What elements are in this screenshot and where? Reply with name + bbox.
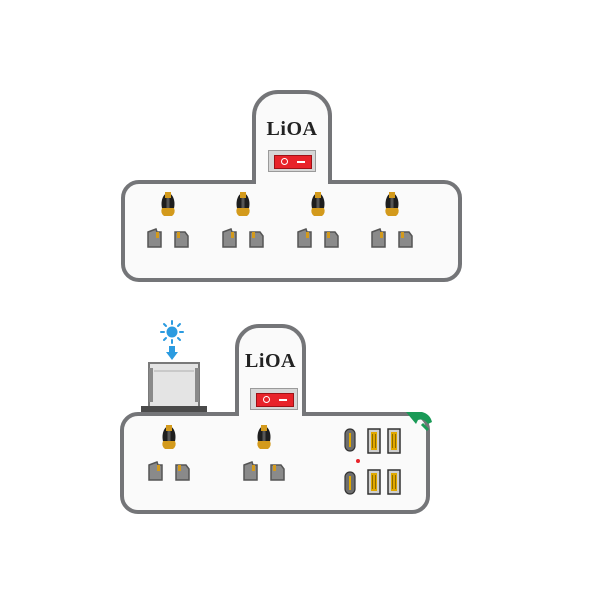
top-power-switch[interactable]: [268, 150, 316, 172]
top-outlet-2: [222, 191, 264, 248]
bottom-outlet-2: [243, 424, 285, 481]
top-outlet-3: [297, 191, 339, 248]
usb-a-port-3: [367, 469, 381, 495]
usb-c-port-2: [344, 471, 356, 495]
top-outlet-4: [371, 191, 413, 248]
top-strip-body: [121, 180, 462, 282]
usb-a-port-1: [367, 428, 381, 454]
bottom-outlet-1: [148, 424, 190, 481]
bottom-brand-logo: LiOA: [245, 350, 296, 372]
sun-icon: [160, 320, 184, 360]
plug-adapter: [141, 362, 207, 413]
usb-a-port-2: [387, 428, 401, 454]
indicator-light: [356, 459, 360, 463]
top-brand-logo: LiOA: [266, 118, 318, 140]
bottom-power-switch[interactable]: [250, 388, 298, 410]
top-outlet-1: [147, 191, 189, 248]
usb-c-port-1: [344, 428, 356, 452]
usb-a-port-4: [387, 469, 401, 495]
green-corner-accent: [406, 412, 432, 432]
